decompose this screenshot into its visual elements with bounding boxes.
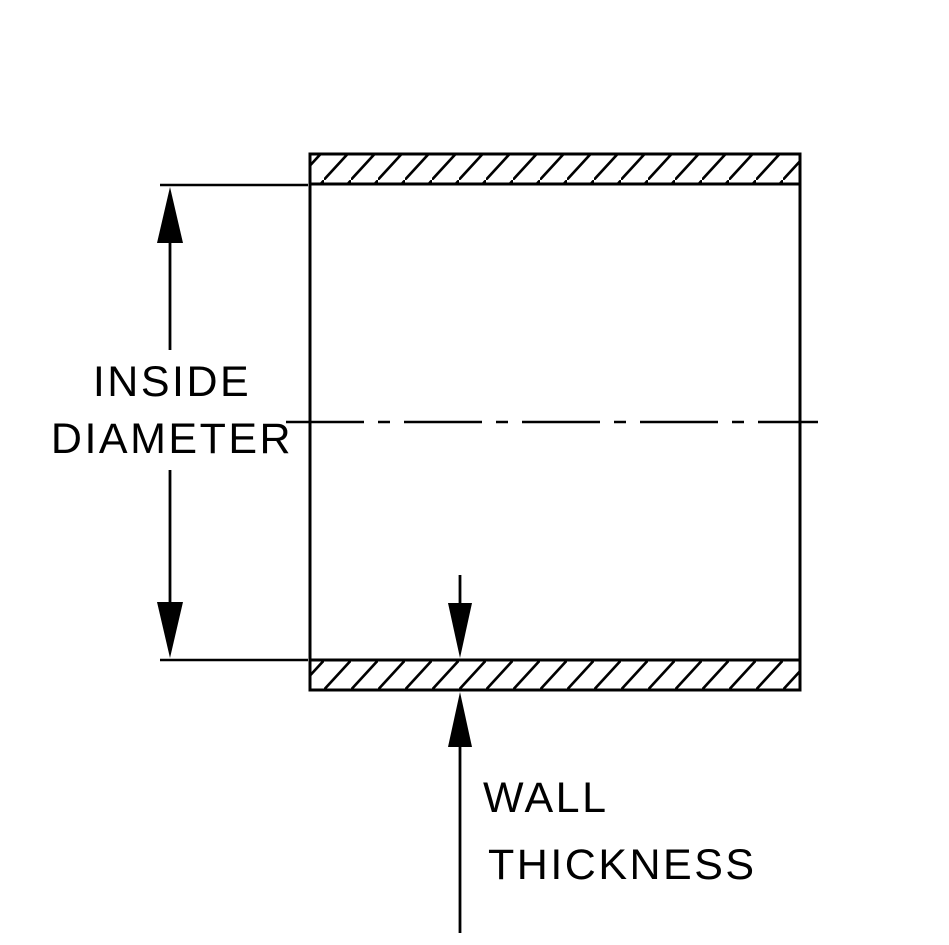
hose-body-group <box>160 152 818 933</box>
wall-thickness-arrow-up-icon <box>448 692 472 747</box>
inside-diameter-label-line1: INSIDE <box>93 358 251 406</box>
arrowheads-group <box>157 187 472 747</box>
inside-diameter-arrow-down-icon <box>157 602 183 658</box>
inside-diameter-label-line2: DIAMETER <box>51 415 293 463</box>
top-wall-hatch-band <box>310 154 800 184</box>
wall-thickness-label-line1: WALL <box>483 774 609 822</box>
wall-thickness-label-line2: THICKNESS <box>488 841 757 889</box>
bottom-wall-hatch-band <box>310 660 800 690</box>
wall-thickness-arrow-down-icon <box>448 603 472 658</box>
inside-diameter-arrow-up-icon <box>157 187 183 243</box>
